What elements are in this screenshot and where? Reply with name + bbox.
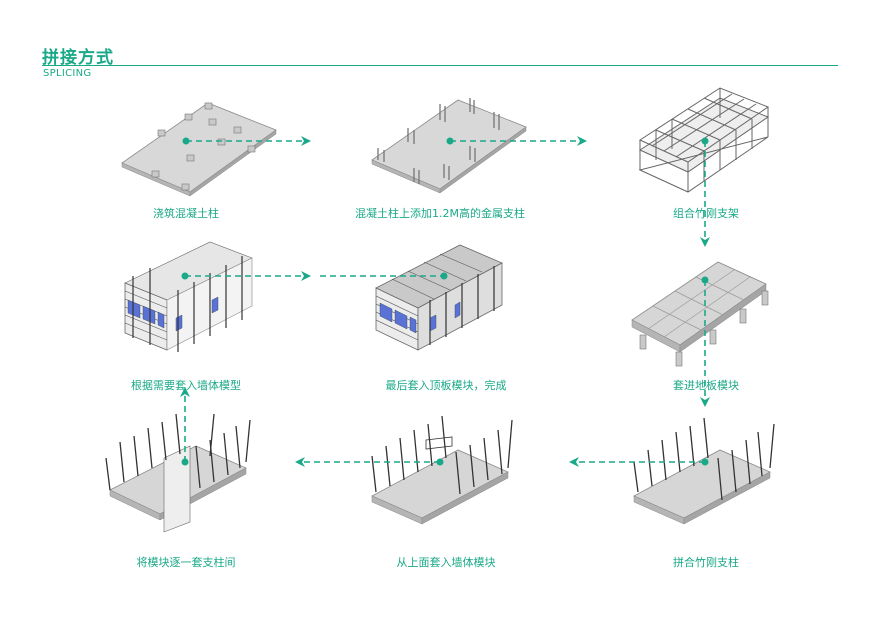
step-4-floor-illustration	[631, 261, 769, 367]
step-8-walls-above-illustration	[371, 415, 513, 525]
flow-arrows	[180, 136, 710, 467]
step-2-posts-illustration	[371, 98, 527, 194]
step-9-caption: 拼合竹刚支柱	[673, 556, 739, 569]
step-3-frame-illustration	[638, 87, 770, 193]
step-4-caption: 套进地板模块	[673, 379, 739, 392]
step-3-caption: 组合竹刚支架	[673, 207, 739, 220]
step-1-slab-illustration	[121, 102, 277, 197]
step-6-walls-illustration	[124, 241, 253, 352]
step-6-caption: 根据需要套入墙体模型	[131, 379, 241, 392]
page-subtitle: SPLICING	[43, 68, 92, 79]
step-5-caption: 最后套入顶板模块，完成	[385, 379, 507, 392]
step-7-caption: 将模块逐一套支柱间	[136, 556, 236, 569]
page-title: 拼接方式	[42, 48, 114, 68]
title-divider	[42, 65, 838, 66]
step-7-modules-illustration	[105, 413, 251, 533]
step-2-caption: 混凝土柱上添加1.2M高的金属支柱	[355, 207, 525, 220]
step-9-posts-illustration	[633, 417, 775, 525]
step-1-caption: 浇筑混凝土柱	[153, 207, 219, 220]
step-5-roof-illustration	[375, 244, 503, 351]
step-8-caption: 从上面套入墙体模块	[396, 556, 496, 569]
flow-nodes	[181, 137, 709, 466]
